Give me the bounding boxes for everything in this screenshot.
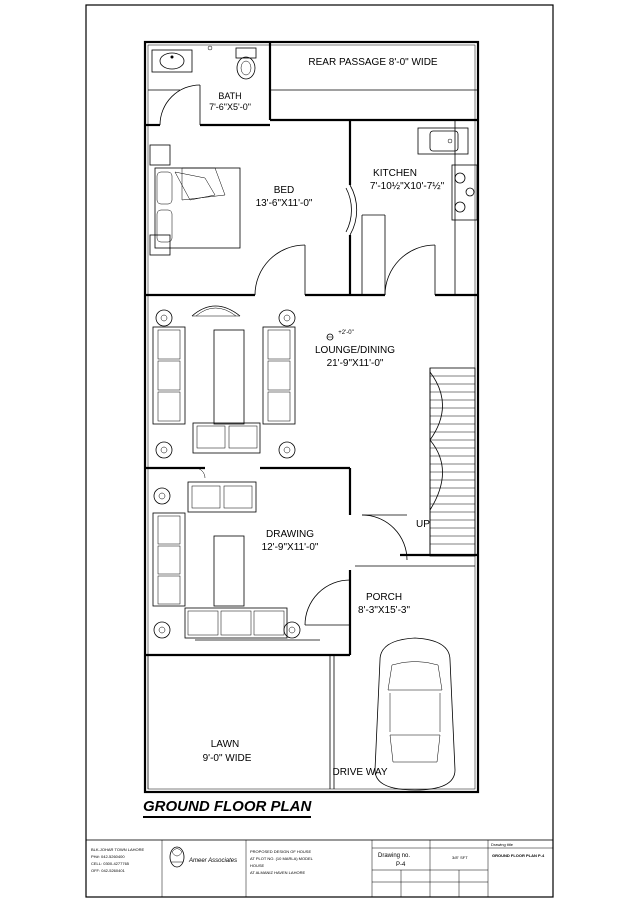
title-block: BLK-JOHAR TOWN LAHORE PH#: 042-5260400 C… [85,839,554,898]
bed-size-label: 13'-6"X11'-0" [256,198,313,209]
lounge-furniture [152,305,296,459]
lawn-name-label: LAWN [211,739,240,750]
kitchen-size-label: 7'-10½"X10'-7½" [370,181,445,192]
firm-address-lines: BLK-JOHAR TOWN LAHORE PH#: 042-5260400 C… [91,847,145,873]
porch-name-label: PORCH [366,592,402,603]
project-line: PROPOSED DESIGN OF HOUSE [250,849,311,854]
drawing-no-label: Drawing no. [378,853,410,859]
drawing-furniture [152,481,301,639]
address-line: CELL: 0300-4277765 [91,861,130,866]
project-line: AT ALMANIZ HAVEN LAHORE [250,870,305,875]
drawing-title-label: Drawing title [491,842,514,847]
bath-name-label: BATH [218,91,241,101]
address-line: PH#: 042-5260400 [91,854,125,859]
bed-name-label: BED [274,185,295,196]
level-label: +2'-0" [338,330,353,336]
rear-passage-label: REAR PASSAGE 8'-0" WIDE [308,57,438,68]
level-marker [326,333,334,341]
firm-logo-icon [169,846,185,868]
drawing-title-value: GROUND FLOOR PLAN P-4 [492,853,545,858]
project-line: HOUSE [250,863,265,868]
drawing-name-label: DRAWING [266,529,314,540]
project-line: AT PLOT NO. (10 MARLA) MODEL [250,856,314,861]
doors [159,84,436,626]
kitchen-name-label: KITCHEN [373,168,417,179]
car-drawing [374,637,456,791]
drawing-size-label: 12'-9"X11'-0" [262,542,319,553]
bath-size-label: 7'-6"X5'-0" [209,102,251,112]
lounge-size-label: 21'-9"X11'-0" [327,358,384,369]
drive-way-label: DRIVE WAY [332,767,387,778]
scale-value: 3/8" SFT [452,855,468,860]
outer-walls [143,40,480,794]
firm-name: Ameer Associates [188,858,237,864]
address-line: OFF: 042-5260401 [91,868,126,873]
staircase [429,367,476,557]
address-line: BLK-JOHAR TOWN LAHORE [91,847,145,852]
plan-title: GROUND FLOOR PLAN [143,798,312,818]
project-lines: PROPOSED DESIGN OF HOUSE AT PLOT NO. (10… [250,849,314,875]
lounge-name-label: LOUNGE/DINING [315,345,395,356]
porch-size-label: 8'-3"X15'-3" [358,605,411,616]
bath-fixtures [151,45,257,80]
lawn-size-label: 9'-0" WIDE [203,753,252,764]
bed-furniture [149,144,241,256]
kitchen-fixtures [417,127,478,221]
stair-up-label: UP [416,519,430,530]
room-labels: REAR PASSAGE 8'-0" WIDE BATH 7'-6"X5'-0"… [203,57,445,778]
drawing-no-value: P-4 [396,862,406,868]
